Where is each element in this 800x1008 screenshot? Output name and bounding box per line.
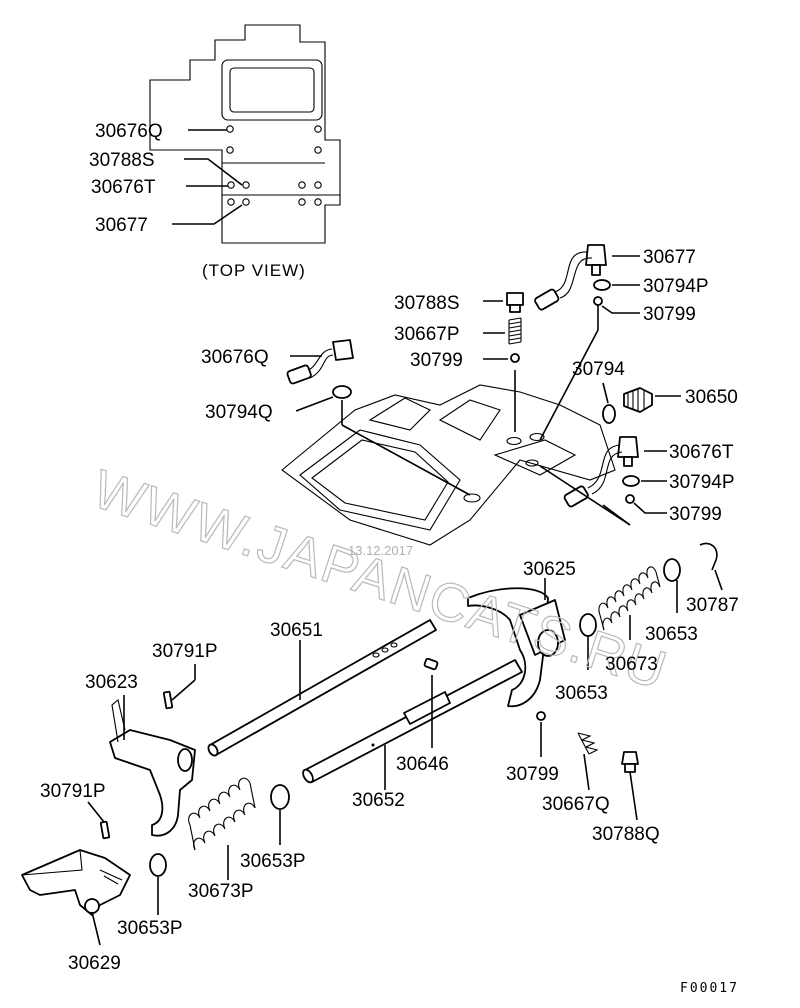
figure-code: F00017 [680, 981, 739, 996]
shift-rail-30652 [302, 659, 523, 784]
sensor-30676T [563, 436, 639, 508]
lever-30629 [21, 849, 131, 916]
spring-30673P [188, 777, 256, 851]
label-30788Q: 30788Q [592, 824, 660, 845]
spring-30673 [598, 566, 661, 631]
label-30676T-top: 30676T [91, 177, 156, 198]
label-30788S-top: 30788S [89, 150, 155, 171]
label-30629: 30629 [68, 953, 121, 974]
fork-30623 [109, 699, 196, 837]
label-30791P: 30791P [152, 641, 218, 662]
bushing-30653P-a [270, 784, 290, 810]
label-30667P: 30667P [394, 324, 460, 345]
label-30667Q: 30667Q [542, 794, 610, 815]
fork-30625 [467, 587, 566, 708]
label-30652: 30652 [352, 790, 405, 811]
label-30653: 30653 [555, 683, 608, 704]
label-30788S: 30788S [394, 293, 460, 314]
bushing-30653-a [663, 558, 681, 582]
label-30791P: 30791P [40, 781, 106, 802]
ball-30799-d [536, 711, 546, 721]
pin-30791P-b [99, 820, 111, 840]
label-30794Q: 30794Q [205, 402, 273, 423]
label-30676Q: 30676Q [201, 347, 269, 368]
plug-30788S [506, 292, 524, 313]
top-view-leaders [172, 129, 243, 225]
label-30651: 30651 [270, 620, 323, 641]
label-30794P: 30794P [669, 472, 735, 493]
spring-30667Q [577, 732, 599, 755]
snap-ring-30787 [699, 542, 718, 571]
label-30799: 30799 [669, 504, 722, 525]
label-30676T: 30676T [669, 442, 734, 463]
sensor-30676Q [286, 339, 354, 385]
plug-30650 [623, 387, 653, 413]
top-view-housing [149, 24, 341, 244]
spring-30667P [508, 317, 522, 345]
label-30653P: 30653P [240, 851, 306, 872]
label-30653: 30653 [645, 624, 698, 645]
washer-30794P-b [622, 475, 640, 487]
plug-30788Q [621, 751, 639, 773]
bushing-30653P-b [149, 853, 167, 877]
label-30673P: 30673P [188, 881, 254, 902]
top-view-caption: (TOP VIEW) [202, 261, 306, 280]
label-30650: 30650 [685, 387, 738, 408]
ball-30799-c [625, 494, 635, 504]
pin-30791P-a [162, 690, 174, 710]
washer-30794Q [332, 385, 352, 399]
label-30653P: 30653P [117, 918, 183, 939]
label-30677-top: 30677 [95, 215, 148, 236]
label-30677: 30677 [643, 247, 696, 268]
label-30799: 30799 [410, 350, 463, 371]
label-30799: 30799 [506, 764, 559, 785]
label-30794P: 30794P [643, 276, 709, 297]
label-30646: 30646 [396, 754, 449, 775]
watermark-date: 13.12.2017 [348, 543, 413, 558]
washer-30794P-a [593, 279, 611, 291]
washer-30794 [602, 404, 616, 424]
label-30673: 30673 [605, 654, 658, 675]
ball-30799-b [510, 353, 520, 363]
label-30623: 30623 [85, 672, 138, 693]
label-30625: 30625 [523, 559, 576, 580]
shift-rail-30651 [207, 619, 437, 757]
sensor-30677 [534, 244, 607, 311]
label-30787: 30787 [686, 595, 739, 616]
label-30676Q-top: 30676Q [95, 121, 163, 142]
valve-body-cover [281, 384, 616, 546]
label-30799: 30799 [643, 304, 696, 325]
label-30794: 30794 [572, 359, 625, 380]
ball-30799-a [593, 296, 603, 306]
pin-30646 [423, 657, 439, 671]
